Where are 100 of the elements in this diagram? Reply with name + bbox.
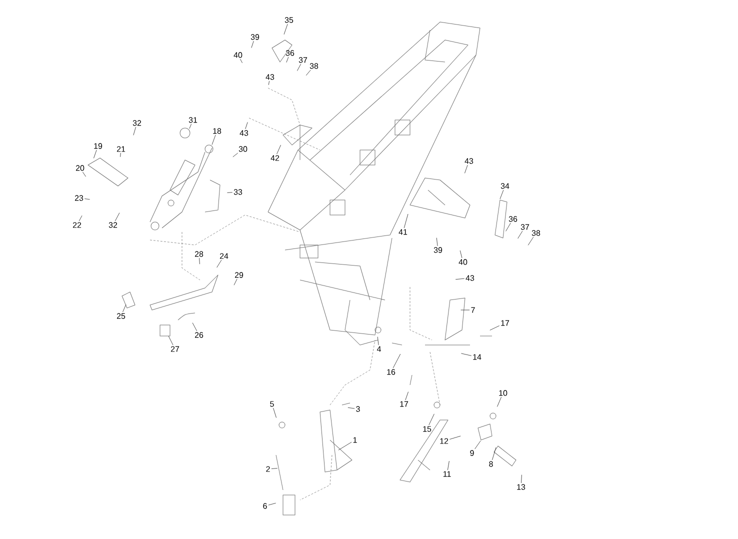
callout-number: 35 [284,17,294,23]
callout-number: 43 [266,74,274,80]
leader-line [506,222,511,232]
leader-line [268,502,276,506]
callout-number: 36 [508,216,518,222]
leader-line [84,198,90,200]
callout-number: 29 [234,272,244,278]
callout-number: 37 [298,57,308,63]
leader-line [464,164,468,174]
callout-number: 19 [94,143,102,149]
leader-line [168,336,174,346]
leader-line [405,392,409,400]
callout-number: 5 [270,401,274,407]
callout-number: 24 [220,253,228,259]
callout-number: 26 [194,332,204,338]
leader-line [232,152,238,158]
leader-line [133,126,136,136]
leader-line [296,64,302,72]
callout-number: 17 [400,401,408,407]
leader-line [490,325,500,330]
leader-line [286,56,289,63]
leader-line [216,260,222,268]
leader-line [245,122,248,130]
leader-line [528,236,534,246]
callout-number: 1 [353,437,357,443]
leader-line [82,172,86,177]
leader-line [251,40,254,48]
callout-number: 31 [188,117,198,123]
leader-line [306,70,311,76]
callout-number: 30 [238,146,248,152]
leader-line [436,238,438,246]
leader-line [268,80,270,86]
callout-number: 11 [443,471,451,477]
callout-number: 25 [116,313,126,319]
leader-line [428,414,434,426]
leader-line [234,278,238,286]
callout-number: 7 [471,307,475,313]
callout-number: 14 [473,354,482,360]
leader-line [122,304,126,312]
callout-number: 13 [517,484,526,490]
callout-number: 39 [434,247,442,253]
callout-number: 16 [387,369,396,375]
callout-number: 33 [234,189,242,195]
callout-number: 40 [458,259,468,265]
callout-number: 37 [520,224,530,230]
callout-number: 22 [72,222,82,228]
leader-line [521,474,522,484]
callout-number: 2 [266,466,270,472]
callout-number: 40 [234,52,242,58]
leader-line [276,144,282,154]
callout-number: 21 [116,146,126,152]
callout-number: 20 [76,165,84,171]
leader-line [500,190,504,200]
leader-line [474,440,481,450]
callout-number: 4 [376,346,381,352]
leader-line [496,396,502,407]
callout-number: 41 [398,229,408,235]
callout-number: 9 [470,450,474,456]
callout-number: 8 [489,461,493,467]
callout-number: 12 [440,438,448,444]
callout-number: 36 [286,50,294,56]
callout-number: 32 [132,120,142,126]
callout-number: 38 [532,230,540,236]
leader-line [392,354,401,368]
callout-number: 18 [213,128,222,134]
callout-number: 39 [250,34,260,40]
leader-line [192,322,198,332]
leader-line [93,150,97,158]
leader-line [199,258,200,264]
leader-line [449,436,461,440]
leader-line [338,442,352,450]
callout-number: 27 [170,346,180,352]
leader-line [78,215,82,222]
leader-line [518,230,523,239]
leader-line [447,460,450,470]
callout-number: 32 [108,222,118,228]
callout-number: 28 [194,251,204,257]
leader-line [377,336,379,346]
callout-number: 23 [74,195,84,201]
callout-number: 17 [501,320,510,326]
callout-number: 42 [270,155,280,161]
callout-number: 3 [356,406,360,412]
leader-line [284,24,288,35]
callout-number: 6 [263,503,267,509]
leader-line [114,212,120,222]
callout-number: 34 [500,183,510,189]
leader-line [348,407,355,409]
leader-line [492,447,496,460]
leader-line [189,124,192,129]
leader-line [120,152,121,158]
callout-number: 15 [423,426,432,432]
leader-line [404,214,408,228]
leader-line [460,250,462,258]
callout-number: 43 [240,130,248,136]
leader-line [226,192,233,193]
callout-number: 43 [466,275,474,281]
callout-number: 43 [464,158,474,164]
leader-line [212,134,216,145]
leader-line [271,468,278,469]
leader-line [273,408,277,418]
